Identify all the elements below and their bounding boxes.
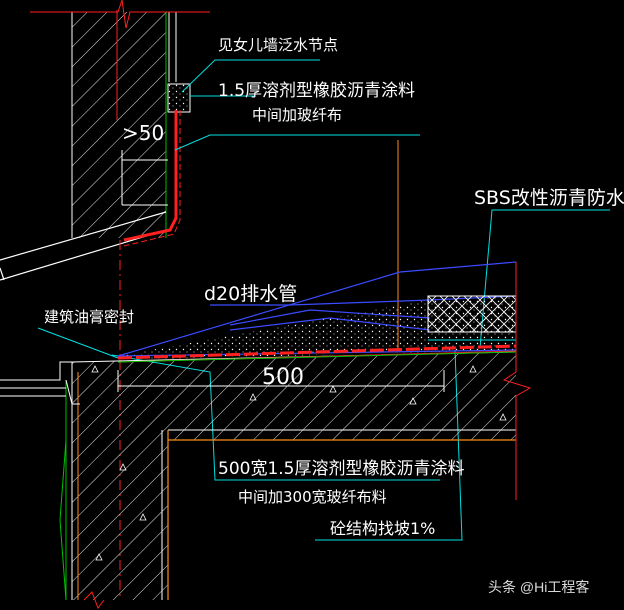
protective-screed xyxy=(118,296,516,360)
drain-pipe-label: d20排水管 xyxy=(204,283,297,305)
insulation-block-top xyxy=(167,83,191,113)
watermark: 头条 @Hi工程客 xyxy=(488,579,589,595)
insulation-board xyxy=(427,295,517,341)
lower-waterproof-coating xyxy=(117,344,517,363)
upper-wall xyxy=(71,12,177,238)
sealant-label: 建筑油膏密封 xyxy=(44,308,134,326)
break-line-bottom xyxy=(83,591,105,610)
aggregate-marks xyxy=(91,365,507,561)
sbs-label: SBS改性沥青防水卷材 xyxy=(474,187,624,209)
dim-gt50-label: >50 xyxy=(122,121,164,145)
watermark-text: 头条 @Hi工程客 xyxy=(488,579,589,595)
dim-500-label: 500 xyxy=(262,365,304,390)
upper-waterproof-coating xyxy=(123,110,181,247)
left-eave xyxy=(0,361,80,405)
coating-upper-line2: 中间加玻纤布 xyxy=(252,106,342,124)
break-line-top xyxy=(30,0,210,29)
coating-lower-line2: 中间加300宽玻纤布料 xyxy=(238,488,387,506)
break-line-right xyxy=(502,262,532,500)
green-wall-line xyxy=(59,439,67,601)
dimension-gt50 xyxy=(121,150,168,206)
coating-upper-line1: 1.5厚溶剂型橡胶沥青涂料 xyxy=(218,81,415,101)
parapet-ref-label: 见女儿墙泛水节点 xyxy=(218,36,338,54)
dimension-500 xyxy=(117,370,445,392)
slope-label: 砼结构找坡1% xyxy=(330,519,435,538)
roof-slab xyxy=(65,351,517,600)
coating-lower-line1: 500宽1.5厚溶剂型橡胶沥青涂料 xyxy=(218,459,464,479)
